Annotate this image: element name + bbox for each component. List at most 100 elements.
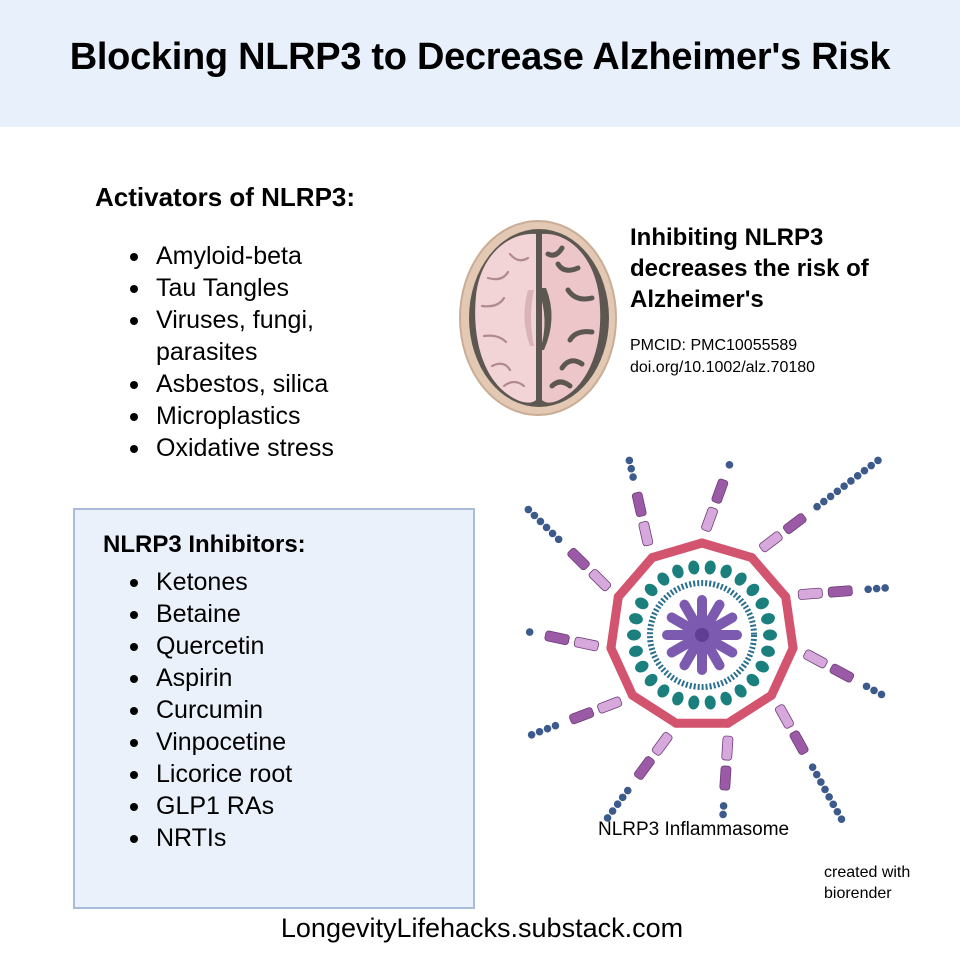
core-petal bbox=[699, 599, 725, 636]
inhibitor-item: Betaine bbox=[130, 598, 430, 630]
ring-subunit bbox=[629, 645, 643, 657]
linker-segment bbox=[697, 538, 757, 563]
linker-segment bbox=[723, 690, 777, 728]
chain-bead bbox=[826, 492, 835, 501]
chain-bead bbox=[551, 721, 560, 730]
ring-subunit bbox=[755, 660, 769, 673]
chain-bead bbox=[525, 628, 534, 636]
page-title: Blocking NLRP3 to Decrease Alzheimer's R… bbox=[69, 36, 891, 78]
chain-bead bbox=[870, 686, 878, 695]
domain-block bbox=[597, 696, 623, 714]
chain-bead bbox=[867, 461, 876, 470]
chain-bead bbox=[812, 770, 821, 779]
ring-subunit bbox=[644, 583, 658, 597]
domain-block bbox=[638, 520, 654, 547]
chain-bead bbox=[813, 502, 821, 511]
domain-block bbox=[544, 630, 570, 646]
chain-bead bbox=[864, 585, 872, 594]
ring-subunit bbox=[704, 560, 716, 575]
pmcid-reference: PMCID: PMC10055589 bbox=[630, 337, 798, 354]
domain-block bbox=[701, 506, 718, 532]
ring-subunit bbox=[688, 695, 700, 710]
chain-bead bbox=[837, 815, 846, 823]
ring-subunit bbox=[734, 684, 747, 698]
ring-subunit bbox=[688, 560, 700, 575]
domain-block bbox=[803, 649, 828, 669]
activator-item: Viruses, fungi, parasites bbox=[130, 304, 370, 368]
biorender-credit: created with biorender bbox=[824, 864, 911, 902]
chain-bead bbox=[524, 505, 533, 514]
domain-block bbox=[782, 513, 807, 535]
ring-subunit bbox=[734, 572, 747, 586]
linker-segment bbox=[747, 553, 791, 602]
domain-block bbox=[588, 568, 612, 592]
substack-link[interactable]: LongevityLifehacks.substack.com bbox=[280, 913, 684, 943]
domain-block bbox=[719, 765, 732, 791]
chain-bead bbox=[613, 800, 622, 809]
domain-block bbox=[829, 663, 855, 683]
chain-bead bbox=[629, 473, 637, 481]
chain-bead bbox=[847, 477, 855, 485]
domain-block bbox=[634, 756, 655, 780]
inhibitor-item: Quercetin bbox=[130, 630, 430, 662]
chain-bead bbox=[808, 763, 817, 771]
ring-subunit bbox=[635, 660, 649, 673]
chain-bead bbox=[543, 724, 552, 733]
activator-item: Microplastics bbox=[130, 400, 370, 432]
linker-segment bbox=[647, 538, 707, 563]
ring-subunit bbox=[746, 583, 760, 597]
brain-icon bbox=[459, 220, 617, 416]
activator-item: Asbestos, silica bbox=[130, 368, 370, 400]
ring-subunit bbox=[627, 629, 641, 641]
chain-bead bbox=[603, 814, 612, 822]
domain-block bbox=[774, 704, 794, 729]
chain-bead bbox=[527, 730, 536, 739]
chain-bead bbox=[535, 727, 544, 736]
ring-subunit bbox=[720, 564, 732, 579]
linker-segment bbox=[606, 643, 637, 700]
chain-bead bbox=[618, 793, 627, 802]
ring-subunit bbox=[657, 572, 670, 586]
ring-subunit bbox=[763, 629, 777, 641]
domain-block bbox=[711, 478, 729, 504]
linker-segment bbox=[613, 553, 657, 602]
ring-subunit bbox=[746, 673, 760, 687]
chain-bead bbox=[627, 464, 636, 473]
linker-segment bbox=[606, 592, 623, 653]
domain-block bbox=[789, 730, 809, 755]
chain-bead bbox=[536, 517, 545, 526]
chain-bead bbox=[860, 466, 869, 475]
domain-block bbox=[573, 636, 600, 652]
domain-block bbox=[631, 491, 647, 517]
ring-subunit bbox=[644, 673, 658, 687]
ring-subunit bbox=[657, 684, 670, 698]
inflammasome-icon bbox=[524, 456, 889, 823]
linker-segment bbox=[627, 690, 681, 728]
ring-subunit bbox=[704, 695, 716, 710]
inhibitor-item: Licorice root bbox=[130, 758, 430, 790]
chain-bead bbox=[877, 690, 886, 699]
chain-bead bbox=[833, 487, 842, 496]
domain-block bbox=[721, 735, 734, 761]
core-petal bbox=[679, 634, 705, 671]
core-petal bbox=[701, 632, 738, 658]
chain-bead bbox=[829, 800, 838, 809]
ring-subunit bbox=[672, 564, 684, 579]
chain-bead bbox=[608, 807, 617, 815]
inhibitors-panel bbox=[73, 508, 475, 909]
activator-item: Amyloid-beta bbox=[130, 240, 370, 272]
core-center bbox=[695, 628, 709, 642]
activators-heading: Activators of NLRP3: bbox=[95, 182, 356, 212]
chain-bead bbox=[530, 511, 539, 520]
ring-subunit bbox=[629, 613, 643, 625]
doi-reference: doi.org/10.1002/alz.70180 bbox=[630, 359, 816, 376]
domain-block bbox=[759, 531, 783, 553]
inhibitor-item: Ketones bbox=[130, 566, 430, 598]
activators-list: Amyloid-beta Tau Tangles Viruses, fungi,… bbox=[130, 240, 370, 464]
chain-bead bbox=[542, 523, 551, 532]
chain-bead bbox=[874, 456, 882, 465]
chain-bead bbox=[821, 785, 829, 794]
activator-item: Oxidative stress bbox=[130, 432, 370, 464]
ring-subunit bbox=[761, 613, 775, 625]
chain-bead bbox=[554, 535, 563, 544]
